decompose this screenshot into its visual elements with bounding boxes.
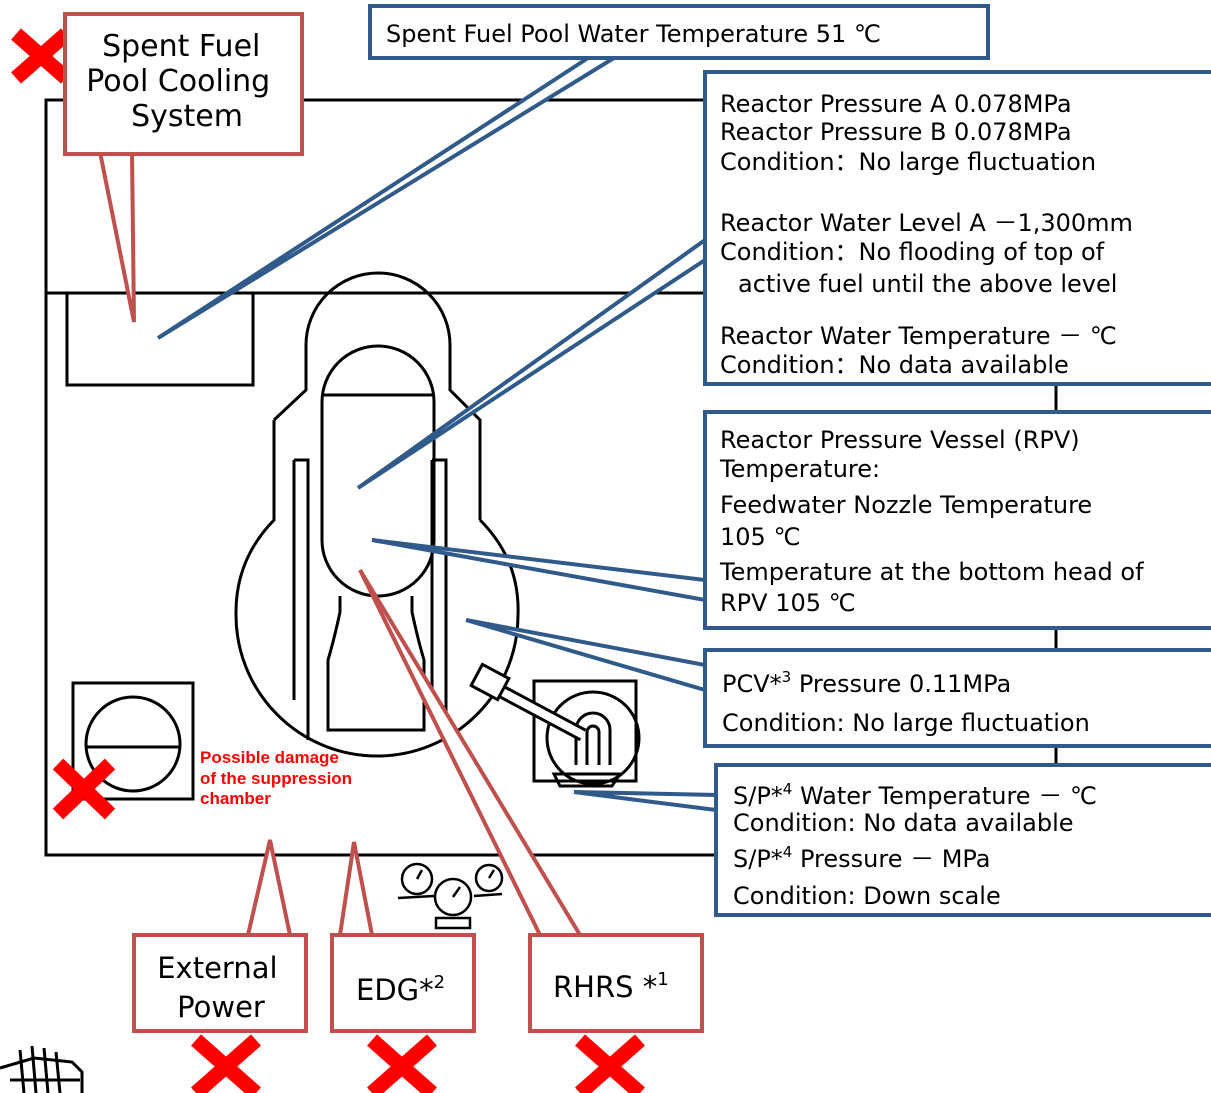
suppression-pool-callout: S/P*4 Water Temperature － ℃ Condition: N… [714,763,1211,917]
pcv-pressure-callout: PCV*3 Pressure 0.11MPa Condition: No lar… [703,648,1211,748]
reactor-pressure-a: Reactor Pressure A 0.078MPa [720,90,1072,118]
rpv-temperature-line: Temperature: [719,455,880,483]
external-power-line: Power [177,990,265,1024]
suppression-damage-warning: Possible damage of the suppression chamb… [200,748,357,808]
svg-text:Reactor Pressure Vessel (RPV): Reactor Pressure Vessel (RPV) Temperatur… [719,426,1151,617]
failure-markers [11,28,645,1093]
spent-fuel-pool [65,291,255,387]
red-x-cross-icon [367,1034,437,1093]
suppression-chamber-left [71,681,195,801]
red-x-cross-icon [191,1034,261,1093]
red-x-cross-icon [575,1034,645,1093]
pcv-condition: Condition: No large fluctuation [722,709,1090,737]
external-power-callout: External Power [132,933,308,1033]
svg-text:External Power: External Power [157,951,287,1024]
external-power-line: External [157,951,277,985]
pool-water-temperature-callout: Spent Fuel Pool Water Temperature 51 ℃ [368,4,990,60]
svg-text:Reactor Pressure A 0.078MPa: Reactor Pressure A 0.078MPa Reactor Pres… [720,90,1141,379]
pcv-pressure-label: PCV*3 Pressure 0.11MPa [722,668,1011,698]
rpv-temperature-line: Temperature at the bottom head of [719,558,1144,586]
pool-cooling-line: Pool Cooling [86,64,270,99]
callout-leaders [97,56,718,937]
spent-fuel-pool-cooling-callout: Spent Fuel Pool Cooling System [63,12,304,156]
sp-pressure: S/P*4 Pressure － MPa [733,843,991,873]
pool-cooling-line: System [131,99,243,134]
rpv-temperature-line: Feedwater Nozzle Temperature [720,491,1092,519]
rhrs-label: RHRS *1 [553,969,669,1004]
rpv-temperature-line: RPV 105 ℃ [720,589,856,617]
pool-cooling-line: Spent Fuel [102,29,260,64]
sp-pressure-condition: Condition: Down scale [733,882,1001,910]
reactor-water-level-condition: Condition：No flooding of top of [720,238,1105,266]
generator-gauges-icon [397,862,504,930]
reactor-pressure-level-callout: Reactor Pressure A 0.078MPa Reactor Pres… [703,70,1211,386]
reactor-water-level-a: Reactor Water Level A －1,300mm [720,209,1133,237]
reactor-water-temperature: Reactor Water Temperature － ℃ [720,322,1117,350]
reactor-water-level-condition-cont: active fuel until the above level [738,270,1117,298]
rpv-temperature-line: Reactor Pressure Vessel (RPV) [720,426,1080,454]
red-x-cross-icon [11,28,71,84]
edg-label: EDG*2 [356,972,445,1007]
pool-water-temperature-label: Spent Fuel Pool Water Temperature 51 ℃ [386,20,881,48]
svg-text:Spent Fuel Pool Cooling: Spent Fuel Pool Cooling System [86,29,280,134]
power-grid-icon [0,1045,84,1093]
sp-water-condition: Condition: No data available [733,809,1074,837]
reactor-pressure-b: Reactor Pressure B 0.078MPa [720,118,1072,146]
reactor-water-temperature-condition: Condition：No data available [720,351,1069,379]
edg-callout: EDG*2 [330,933,476,1033]
suppression-chamber-right [469,662,641,788]
rpv-temperature-callout: Reactor Pressure Vessel (RPV) Temperatur… [703,410,1211,630]
red-x-cross-icon [52,758,116,820]
rpv-temperature-line: 105 ℃ [720,523,800,551]
sp-water-temperature: S/P*4 Water Temperature － ℃ [733,780,1097,810]
reactor-pressure-condition: Condition：No large fluctuation [720,148,1096,176]
rhrs-callout: RHRS *1 [528,933,704,1033]
